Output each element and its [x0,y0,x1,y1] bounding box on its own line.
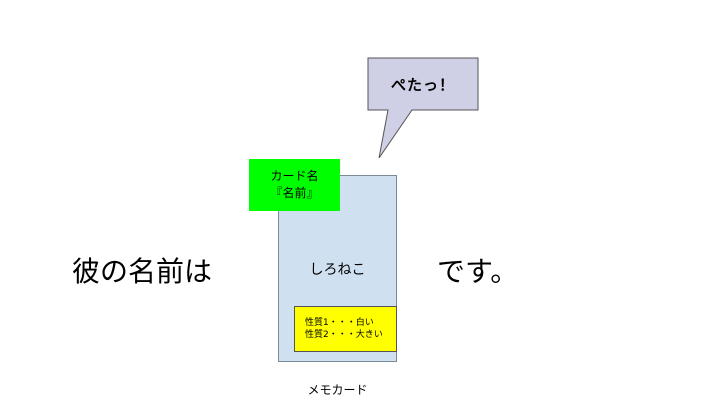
card-name-tag-line2: 『名前』 [270,186,319,200]
card-value: しろねこ [309,262,366,278]
speech-bubble-text: ぺたっ！ [390,75,455,94]
card-name-tag: カード名 『名前』 [249,159,340,211]
card-properties: 性質1・・・白い 性質2・・・大きい [294,306,397,352]
sentence-left: 彼の名前は [72,255,213,288]
card-name-tag-line1: カード名 [270,169,319,183]
property-line: 性質1・・・白い [305,318,374,328]
sentence-right: です。 [437,255,519,288]
card-caption: メモカード [307,383,368,397]
property-line: 性質2・・・大きい [305,330,383,340]
